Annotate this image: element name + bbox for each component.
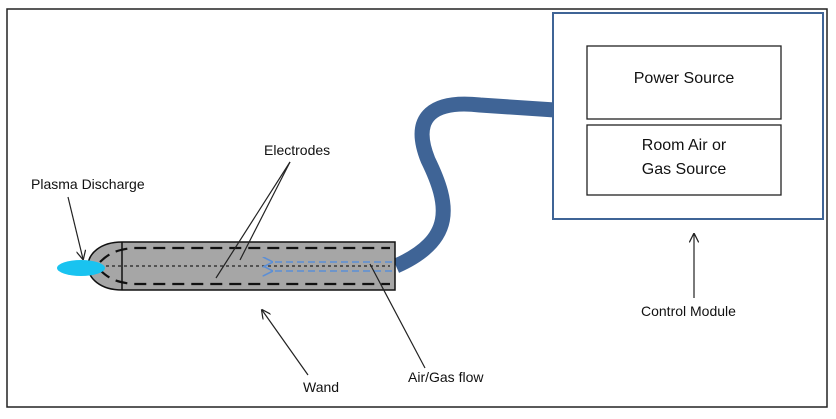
gas-source-label-line1: Room Air or — [642, 137, 727, 154]
air-gas-flow-label: Air/Gas flow — [408, 369, 484, 385]
plasma-discharge-label: Plasma Discharge — [31, 176, 145, 192]
electrode-pointer-1 — [215, 161, 291, 279]
plasma-discharge — [57, 260, 105, 276]
gas-source-box — [586, 124, 782, 196]
electrode-pointer-2 — [239, 161, 291, 261]
control-module-label: Control Module — [641, 303, 736, 319]
gas-source-label-line2: Gas Source — [642, 161, 727, 178]
electrodes-label: Electrodes — [264, 142, 330, 158]
wand-label: Wand — [303, 379, 339, 395]
cable — [392, 96, 556, 273]
electrode-bottom — [99, 269, 390, 286]
electrode-top — [99, 246, 390, 263]
plasma-pointer-arrow — [67, 196, 83, 259]
flow-pointer-line — [369, 263, 426, 369]
wand-pointer-arrow — [262, 310, 309, 376]
power-source-label: Power Source — [634, 70, 735, 87]
power-source-box — [586, 45, 782, 120]
